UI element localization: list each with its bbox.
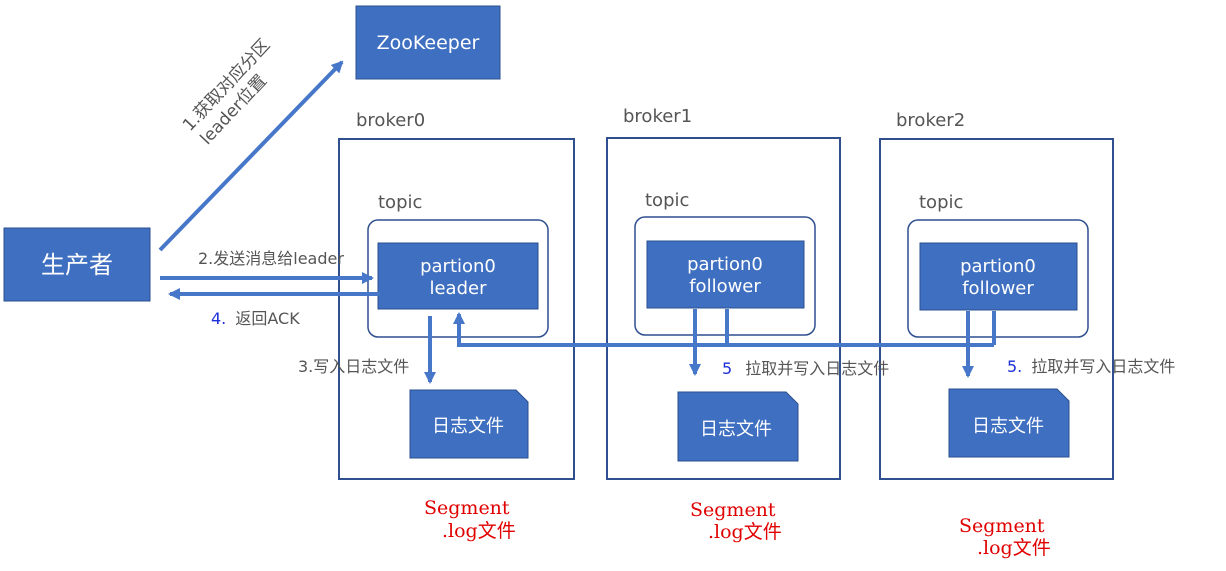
step3-label: 3.写入日志文件 (298, 357, 409, 376)
producer-node: 生产者 (3, 227, 151, 302)
broker1-group: broker1 topic partion0 follower 日志文件 (606, 106, 841, 480)
broker1-box (606, 137, 841, 480)
segment-label-broker2: Segment .log文件 (959, 515, 1051, 559)
broker1-partition-box (646, 240, 805, 309)
step5-broker2-number: 5. (1007, 357, 1022, 376)
broker2-topic-label: topic (919, 192, 963, 213)
broker0-partition-role: leader (429, 278, 487, 299)
broker0-box (338, 138, 575, 480)
broker2-partition-box (919, 242, 1078, 311)
segment-label-broker0: Segment .log文件 (424, 497, 516, 542)
arrow-broker1-pull-from-leader (453, 309, 729, 347)
producer-label: 生产者 (41, 251, 113, 279)
segment0-line1: Segment (424, 497, 510, 519)
step5-broker1-label: 5 拉取并写入日志文件 (722, 359, 889, 378)
step4-label: 4. 返回ACK (211, 309, 300, 328)
zookeeper-node: ZooKeeper (355, 5, 501, 80)
zookeeper-label: ZooKeeper (377, 32, 480, 54)
broker0-partition-box (377, 242, 539, 310)
segment0-line2: .log文件 (442, 520, 516, 542)
arrows (158, 60, 996, 384)
broker0-group: broker0 topic partion0 leader 日志文件 (338, 110, 575, 480)
step5-broker1-number: 5 (722, 359, 732, 378)
broker1-log-file-icon (677, 391, 799, 462)
arrow-producer-to-zookeeper (158, 60, 344, 252)
step5-broker2-label: 5. 拉取并写入日志文件 (1007, 357, 1175, 376)
broker2-partition-role: follower (962, 278, 1034, 299)
broker0-log-file-icon (409, 389, 529, 459)
broker0-log-file-label: 日志文件 (432, 416, 504, 437)
broker0-topic-label: topic (378, 192, 422, 213)
step5-broker2-text: 拉取并写入日志文件 (1031, 357, 1175, 376)
broker2-group: broker2 topic partion0 follower 日志文件 (879, 110, 1114, 480)
step4-text: 返回ACK (235, 309, 300, 328)
step2-label: 2.发送消息给leader (198, 249, 344, 268)
broker1-partition-role: follower (689, 276, 761, 297)
step4-number: 4. (211, 309, 226, 328)
broker1-partition-name: partion0 (687, 254, 763, 275)
step5-broker1-text: 拉取并写入日志文件 (745, 359, 889, 378)
broker1-log-file-label: 日志文件 (700, 419, 772, 440)
broker1-label: broker1 (623, 106, 692, 127)
segment2-line1: Segment (959, 515, 1045, 537)
broker1-topic-label: topic (645, 190, 689, 211)
broker2-topic-box (907, 219, 1089, 338)
segment2-line2: .log文件 (977, 537, 1051, 559)
segment-label-broker1: Segment .log文件 (690, 499, 782, 543)
broker0-label: broker0 (356, 110, 425, 131)
broker2-log-file-label: 日志文件 (972, 416, 1044, 437)
segment1-line2: .log文件 (708, 521, 782, 543)
broker0-partition-name: partion0 (420, 256, 496, 277)
broker2-log-file-icon (948, 388, 1070, 458)
broker2-partition-name: partion0 (960, 256, 1036, 277)
segment1-line1: Segment (690, 499, 776, 521)
broker2-label: broker2 (896, 110, 965, 131)
broker2-box (879, 138, 1114, 480)
